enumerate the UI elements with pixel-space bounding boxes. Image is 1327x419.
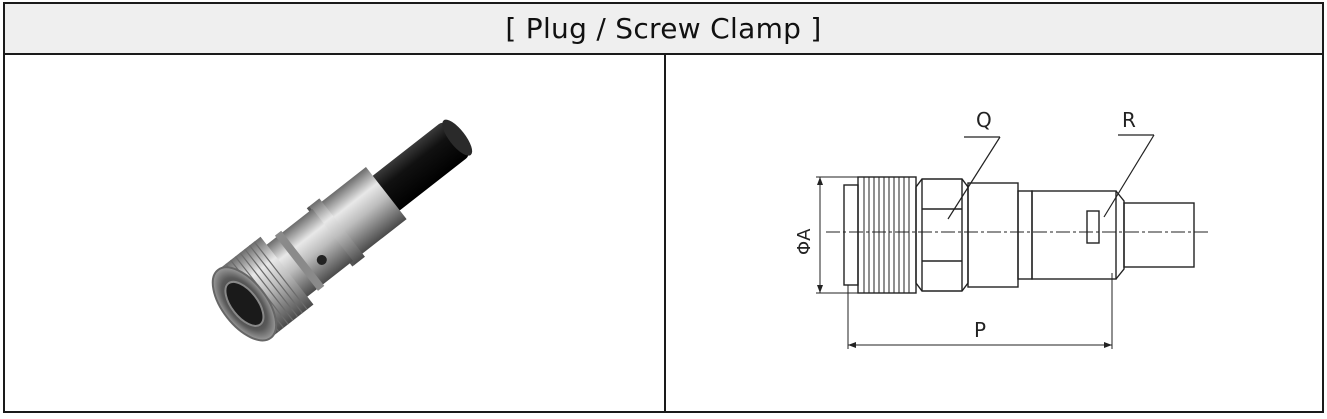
label-phi-a: ΦA <box>794 228 815 255</box>
label-r: R <box>1122 108 1136 132</box>
label-p: P <box>974 318 986 342</box>
spec-table: [ Plug / Screw Clamp ] <box>3 2 1324 413</box>
label-q: Q <box>976 108 992 132</box>
drawing-cell: Q R P ΦA <box>666 55 1322 411</box>
connector-photo <box>189 105 489 355</box>
photo-cell <box>5 55 666 411</box>
table-title: [ Plug / Screw Clamp ] <box>5 4 1322 55</box>
dimension-drawing: Q R P ΦA <box>776 97 1226 363</box>
